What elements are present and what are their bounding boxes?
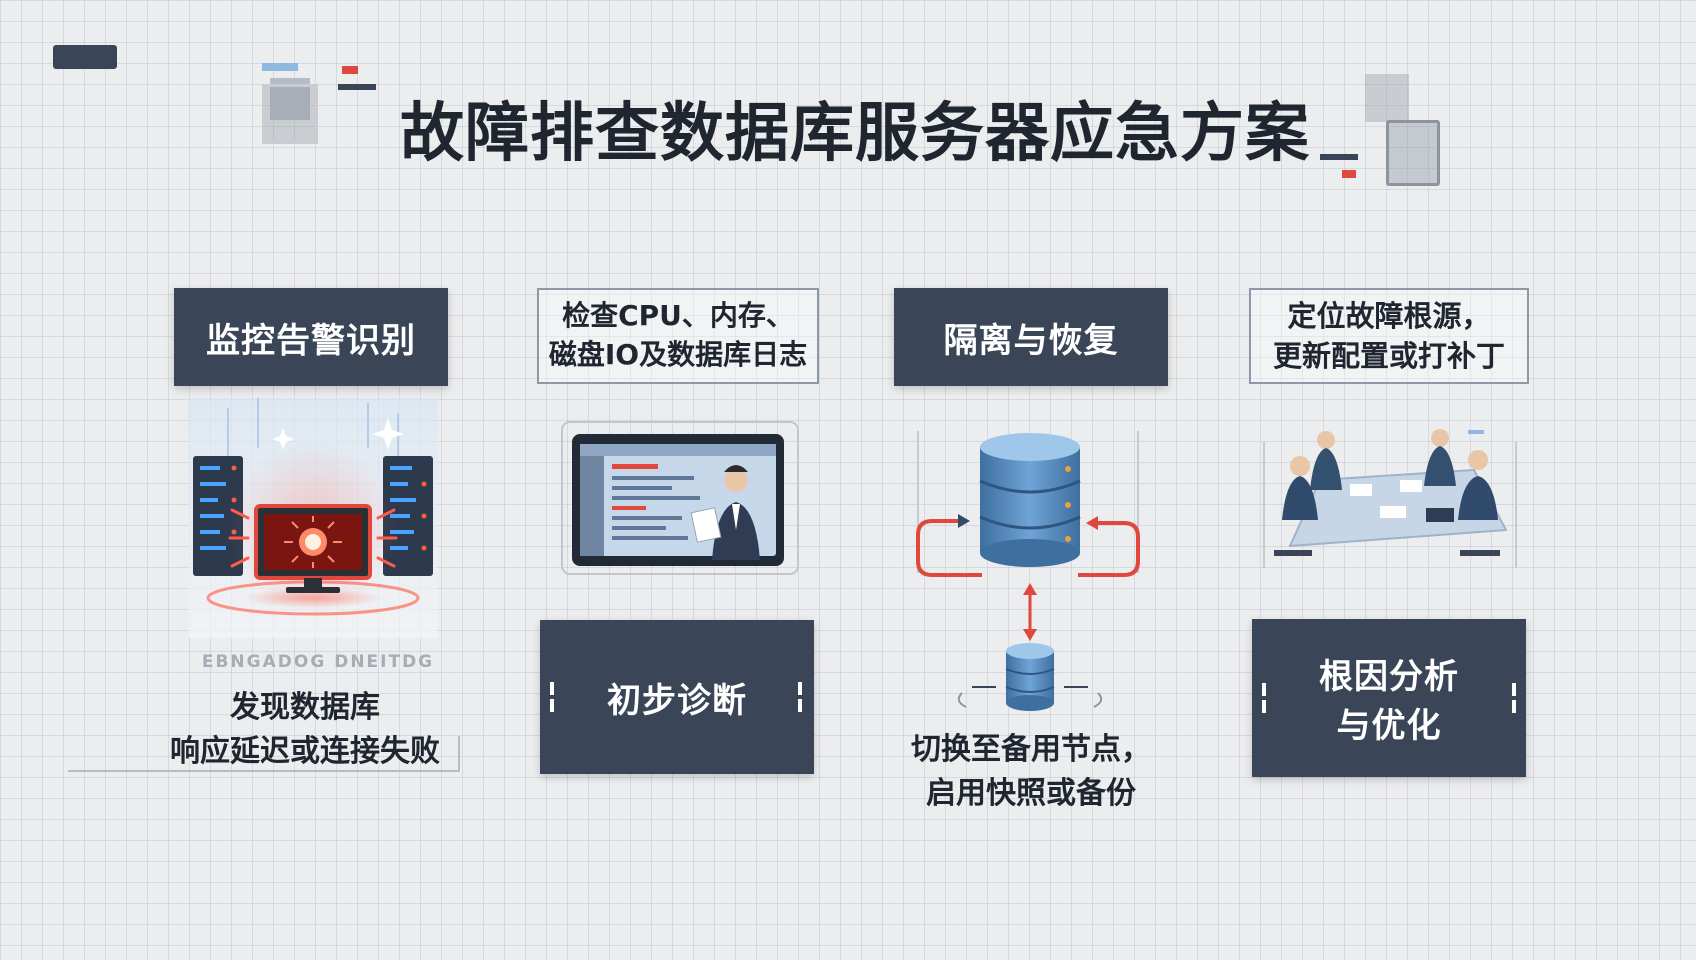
step-2-box-tick-left — [550, 682, 554, 712]
step-2-box: 初步诊断 — [540, 620, 814, 774]
step-2-box-tick-right — [798, 682, 802, 712]
server-alert-icon — [188, 398, 438, 638]
title-decoration-left — [262, 60, 382, 144]
corner-tag — [53, 45, 117, 69]
step-3-caption: 切换至备用节点， 启用快照或备份 — [911, 732, 1151, 811]
step-1-caption: 发现数据库 响应延迟或连接失败 — [170, 690, 440, 769]
title-decoration-right — [1320, 74, 1440, 186]
step-4-label: 定位故障根源， 更新配置或打补丁 — [1249, 288, 1529, 384]
step-1-label: 监控告警识别 — [174, 288, 448, 386]
step-1-caption-tick — [458, 736, 460, 772]
database-failover-icon — [912, 425, 1144, 725]
step-4-box-tick-right — [1512, 683, 1516, 713]
step-1-caption-underline — [68, 770, 460, 772]
step-4-box-tick-left — [1262, 683, 1266, 713]
page-title: 故障排查数据库服务器应急方案 — [400, 97, 1310, 171]
step-3-label: 隔离与恢复 — [894, 288, 1168, 386]
step-2-label: 检查CPU、内存、 磁盘IO及数据库日志 — [537, 288, 819, 384]
step-4-box: 根因分析 与优化 — [1252, 619, 1526, 777]
step-1-watermark: EBNGADOG DNEITDG — [201, 652, 435, 672]
monitor-diagnosis-icon — [560, 420, 800, 576]
team-meeting-icon — [1260, 420, 1520, 570]
